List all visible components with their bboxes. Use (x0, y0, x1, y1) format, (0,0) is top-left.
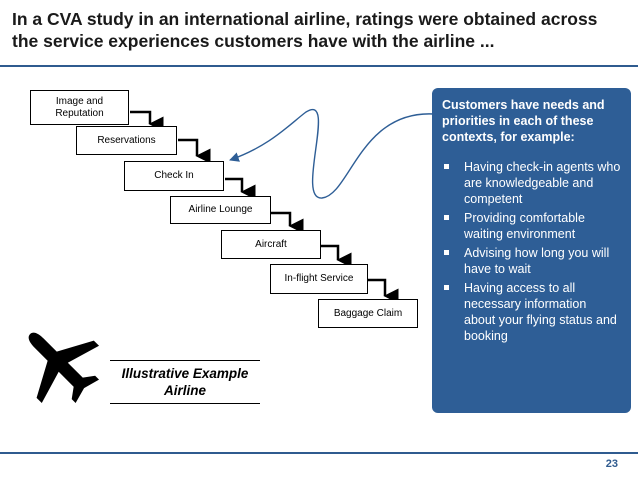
bullet-text: Having access to all necessary informati… (464, 281, 617, 343)
needs-bullet: Advising how long you will have to wait (442, 245, 621, 277)
airplane-icon (28, 332, 100, 404)
example-line: Illustrative Example (121, 366, 249, 381)
connector-2 (178, 138, 211, 164)
step-check-in: Check In (124, 161, 224, 191)
bullet-icon (444, 164, 449, 169)
connector-6 (368, 278, 399, 304)
step-label: Airline Lounge (188, 204, 253, 215)
connector-1 (130, 110, 164, 132)
step-baggage-claim: Baggage Claim (318, 299, 418, 328)
bullet-icon (444, 250, 449, 255)
needs-bullet: Having check-in agents who are knowledge… (442, 159, 621, 207)
pointer-arrow (229, 108, 435, 199)
step-image-reputation: Image and Reputation (30, 90, 129, 125)
bullet-text: Providing comfortable waiting environmen… (464, 211, 585, 241)
needs-bullet: Providing comfortable waiting environmen… (442, 210, 621, 242)
step-aircraft: Aircraft (221, 230, 321, 259)
needs-bullet: Having access to all necessary informati… (442, 280, 621, 344)
step-label: Baggage Claim (333, 307, 403, 319)
bullet-text: Advising how long you will have to wait (464, 246, 610, 276)
step-label: In-flight Service (284, 273, 354, 284)
step-label: Check In (154, 170, 194, 181)
needs-callout: Customers have needs and priorities in e… (432, 88, 631, 413)
top-divider (0, 65, 638, 67)
step-label: Reputation (55, 107, 104, 119)
step-label: Image and (55, 95, 104, 107)
bullet-icon (444, 215, 449, 220)
step-airline-lounge: Airline Lounge (170, 196, 271, 224)
step-label: Reservations (97, 134, 156, 146)
step-reservations: Reservations (76, 126, 177, 155)
bullet-text: Having check-in agents who are knowledge… (464, 160, 621, 206)
connector-5 (321, 244, 352, 268)
bullet-icon (444, 285, 449, 290)
illustrative-example-label: Illustrative Example Airline (110, 360, 260, 404)
connector-3 (225, 177, 256, 200)
connector-4 (271, 211, 304, 234)
bottom-divider (0, 452, 638, 454)
example-line: Airline (163, 383, 206, 398)
page-title: In a CVA study in an international airli… (12, 9, 598, 51)
step-label: Aircraft (255, 238, 287, 250)
step-inflight-service: In-flight Service (270, 264, 368, 294)
needs-list: Having check-in agents who are knowledge… (442, 159, 621, 344)
page-number: 23 (605, 458, 618, 470)
callout-heading: Customers have needs and priorities in e… (442, 98, 605, 144)
